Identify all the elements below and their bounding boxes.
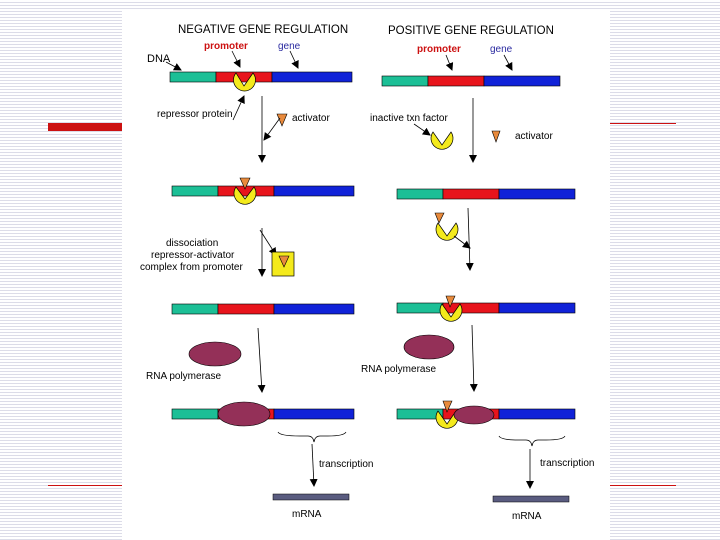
positive-dna-strand-3	[396, 302, 576, 314]
repressor-protein-label: repressor protein	[157, 109, 233, 120]
positive-gene-label: gene	[490, 44, 513, 55]
positive-rna-polymerase-bound	[453, 405, 495, 425]
positive-transcription-label: transcription	[540, 458, 594, 469]
positive-rna-polymerase-free	[403, 334, 455, 360]
negative-mrna-bar	[272, 493, 350, 501]
positive-step-arrow-3	[469, 324, 478, 392]
negative-gene-label: gene	[278, 41, 301, 52]
activator-on-bound-factor	[445, 295, 456, 308]
positive-promoter-label: promoter	[417, 44, 461, 55]
dna-strand-1	[169, 71, 353, 83]
dna-strand-3	[171, 303, 355, 315]
activator-with-polymerase	[442, 400, 453, 413]
negative-step-arrow-3	[257, 327, 266, 393]
active-factor-free	[435, 222, 459, 241]
positive-rna-polymerase-label: RNA polymerase	[361, 364, 436, 375]
negative-promoter-pointer-arrow	[231, 50, 241, 68]
dissociation-label-line-2: repressor-activator	[151, 250, 235, 261]
activator-label: activator	[292, 113, 330, 124]
negative-gene-bracket	[277, 431, 347, 443]
diagram-panel	[122, 11, 610, 540]
positive-activator-wedge	[491, 130, 501, 143]
activator-wedge	[276, 113, 288, 127]
repressor-protein-bound	[233, 72, 256, 92]
slide-rule-top-right	[610, 123, 676, 124]
positive-gene-bracket	[498, 435, 566, 447]
dna-strand-2	[171, 185, 355, 197]
active-factor-bound	[439, 303, 463, 322]
inactive-factor-label: inactive txn factor	[370, 113, 448, 124]
negative-title: NEGATIVE GENE REGULATION	[178, 24, 348, 36]
positive-dna-strand-1	[381, 75, 561, 87]
negative-mrna-label: mRNA	[292, 509, 322, 520]
active-factor-approach-arrow	[453, 235, 471, 249]
positive-step-arrow-2	[465, 207, 474, 271]
dissociation-arrow	[259, 229, 277, 256]
positive-title: POSITIVE GENE REGULATION	[388, 25, 554, 37]
rna-polymerase-free	[188, 341, 242, 367]
dna-pointer-arrow	[165, 61, 182, 71]
rna-polymerase-bound	[217, 401, 271, 427]
negative-transcription-label: transcription	[319, 459, 373, 470]
positive-activator-label: activator	[515, 131, 553, 142]
positive-dna-strand-2	[396, 188, 576, 200]
negative-gene-pointer-arrow	[289, 50, 299, 69]
inactive-factor-pointer-arrow	[413, 123, 431, 136]
negative-transcription-arrow	[309, 443, 318, 487]
slide-accent-bar	[48, 123, 122, 131]
negative-rna-polymerase-label: RNA polymerase	[146, 371, 221, 382]
slide-rule-bottom-left	[48, 485, 122, 486]
dissociation-label-line-1: dissociation	[166, 238, 218, 249]
activator-in-complex	[239, 177, 251, 190]
positive-mrna-label: mRNA	[512, 511, 542, 522]
positive-gene-pointer-arrow	[503, 54, 513, 71]
negative-promoter-label: promoter	[204, 41, 248, 52]
inactive-factor	[430, 131, 454, 150]
dna-label: DNA	[147, 53, 171, 65]
positive-mrna-bar	[492, 495, 570, 503]
repressor-pointer-arrow	[232, 95, 245, 121]
slide-rule-bottom-right	[610, 485, 676, 486]
activator-in-dissociated-complex	[278, 255, 290, 268]
activator-approach-arrow	[263, 117, 281, 141]
dissociation-label-line-3: complex from promoter	[140, 262, 243, 273]
repressor-activator-complex-bound	[233, 186, 257, 205]
positive-promoter-pointer-arrow	[445, 54, 454, 71]
activator-on-factor	[434, 212, 445, 224]
